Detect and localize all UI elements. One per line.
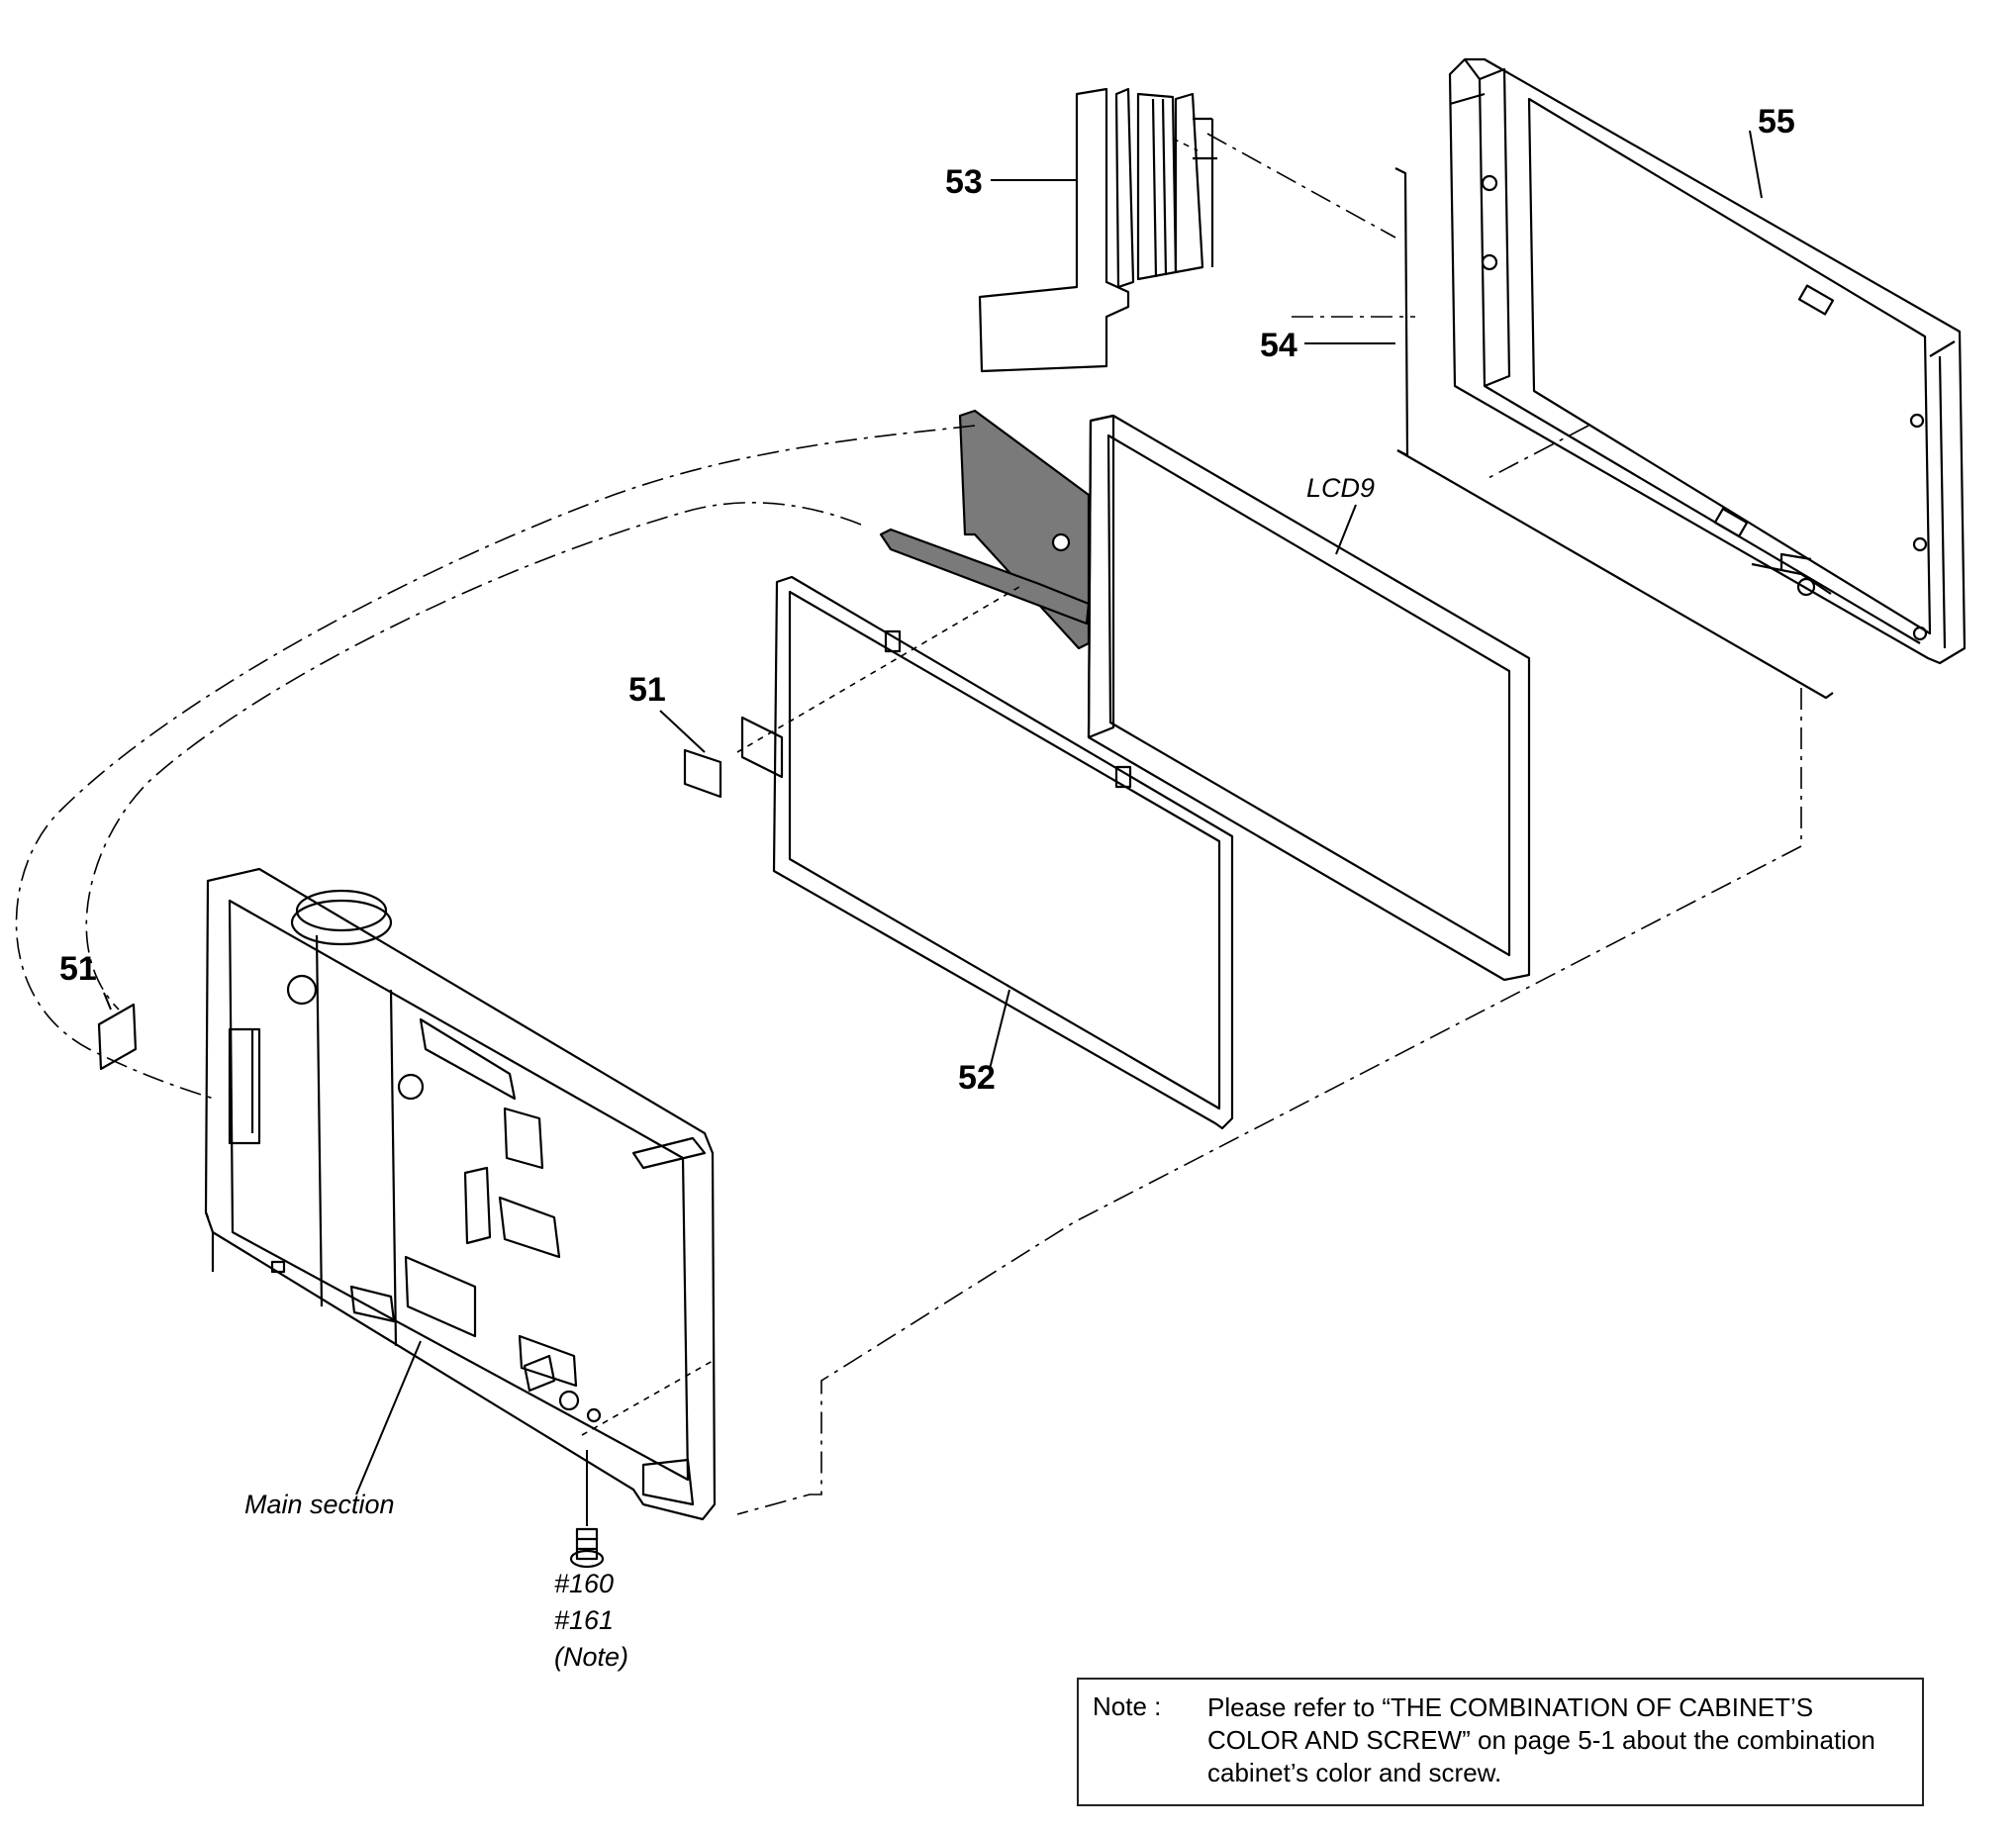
screw-160-161: [569, 1527, 605, 1569]
label-screw-161: #161: [554, 1605, 615, 1635]
label-screw-note: (Note): [554, 1642, 629, 1672]
note-box: Note : Please refer to “THE COMBINATION …: [1077, 1678, 1924, 1806]
label-screw-160: #160: [554, 1569, 615, 1598]
label-main-section: Main section: [244, 1490, 395, 1519]
note-label: Note :: [1093, 1691, 1162, 1721]
lcd-flex-cable: [879, 409, 1091, 650]
part-53-flexible-board: [978, 87, 1217, 373]
assembly-lines: [15, 133, 1802, 1515]
part-54-sheet: [1394, 167, 1834, 700]
note-text: Please refer to “THE COMBINATION OF CABI…: [1207, 1692, 1875, 1787]
dashed-lines: [581, 138, 1199, 1436]
label-lcd9: LCD9: [1306, 473, 1376, 503]
label-part-51-top: 51: [628, 671, 666, 709]
part-51-sheet-top: [683, 748, 722, 799]
leader-lines: [103, 130, 1763, 1526]
label-part-55: 55: [1758, 103, 1795, 141]
part-52-backlight: [740, 575, 1234, 1130]
label-part-51-left: 51: [59, 950, 97, 988]
part-51-sheet-left: [97, 1003, 138, 1071]
label-part-54: 54: [1260, 327, 1297, 364]
label-part-52: 52: [958, 1059, 996, 1097]
part-55-bezel-frame: [1448, 57, 1967, 665]
main-section-chassis: [204, 867, 717, 1521]
label-part-53: 53: [945, 163, 983, 201]
